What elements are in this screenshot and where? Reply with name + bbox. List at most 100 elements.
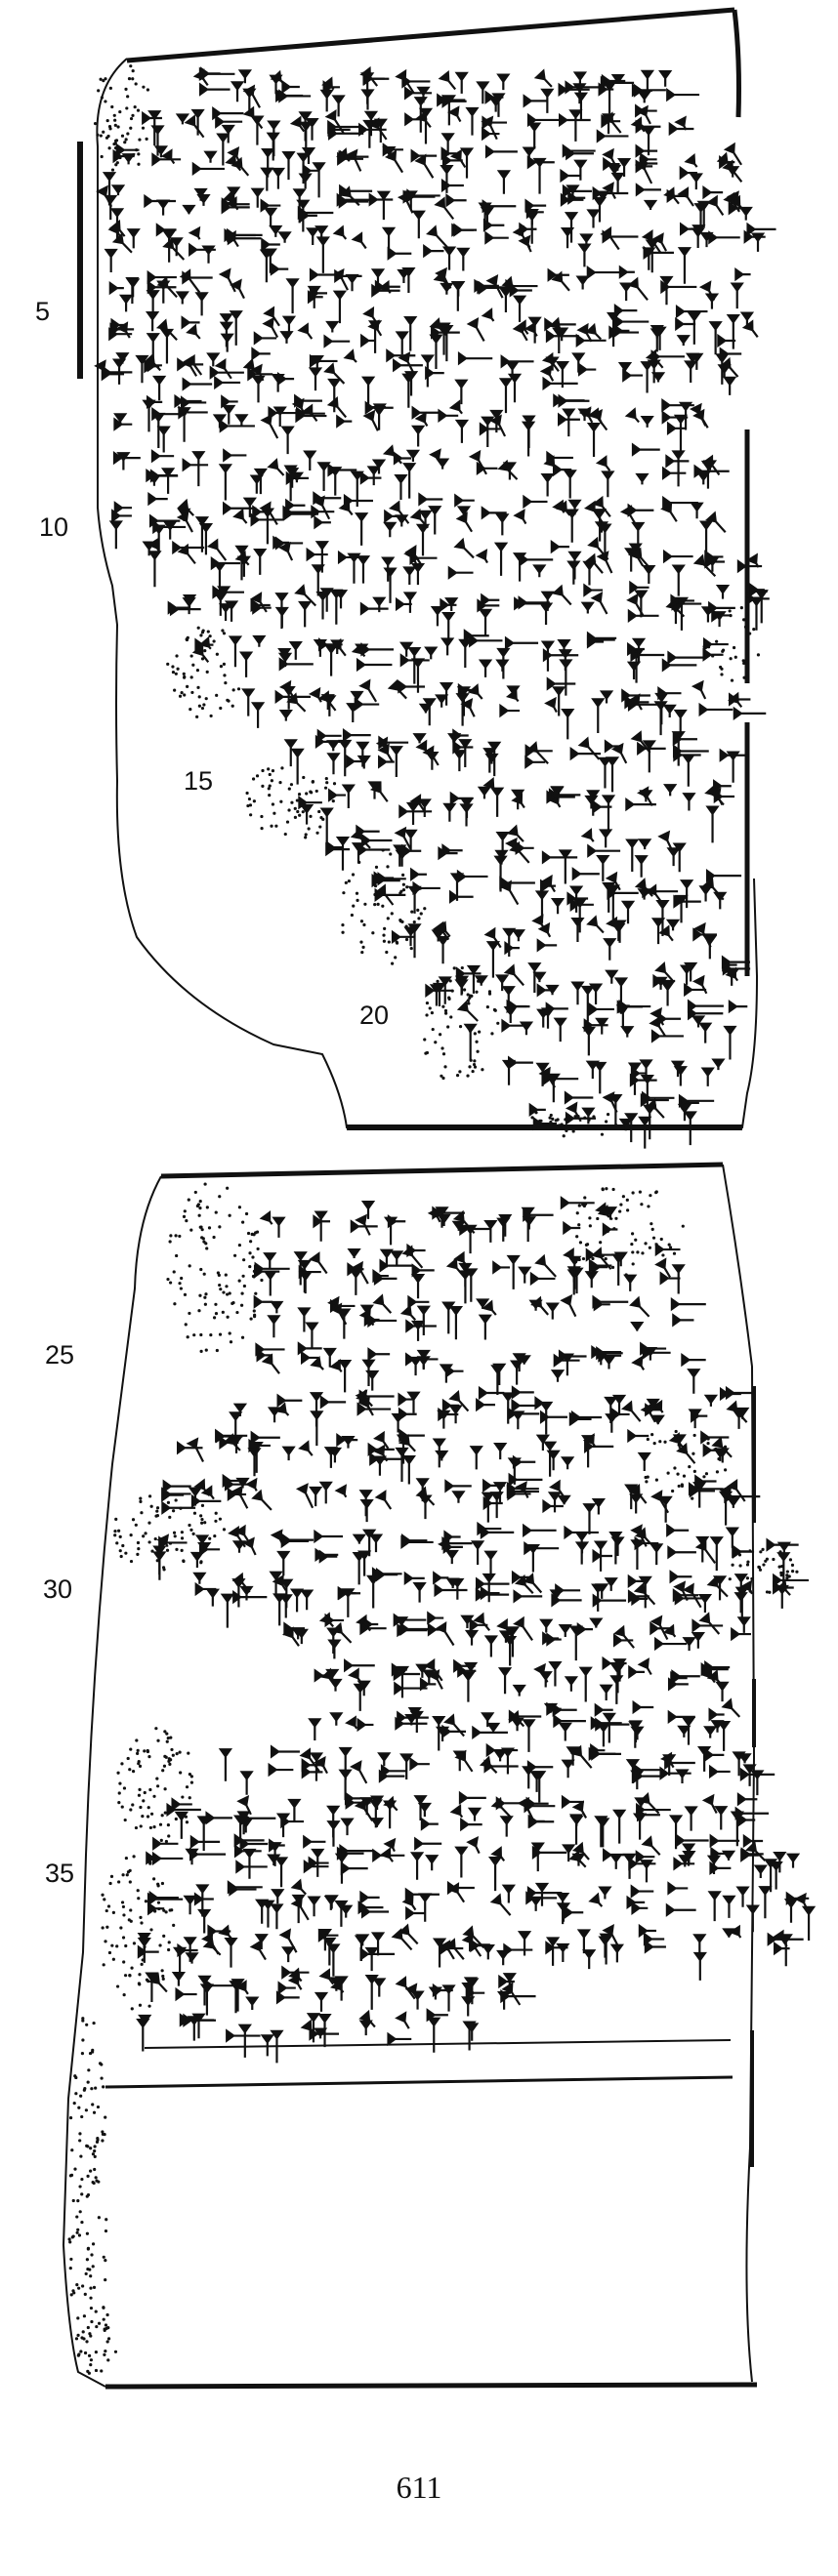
cuneiform-wedge xyxy=(592,1294,629,1309)
cuneiform-wedge xyxy=(545,329,579,344)
cuneiform-wedge xyxy=(506,1254,521,1289)
cuneiform-wedge xyxy=(628,1721,643,1748)
cuneiform-wedge xyxy=(260,2034,274,2057)
cuneiform-wedge xyxy=(540,473,555,497)
cuneiform-wedge xyxy=(250,363,265,382)
cuneiform-wedge xyxy=(672,1588,699,1603)
cuneiform-wedge xyxy=(428,506,442,535)
cuneiform-wedge xyxy=(232,508,248,524)
cuneiform-wedge xyxy=(749,596,764,631)
cuneiform-wedge xyxy=(732,1409,746,1429)
cuneiform-wedge xyxy=(785,1853,801,1868)
cuneiform-wedge xyxy=(684,1806,698,1831)
cuneiform-wedge xyxy=(404,545,422,565)
cuneiform-wedge xyxy=(108,520,123,550)
cuneiform-wedge xyxy=(481,416,495,448)
cuneiform-wedge xyxy=(308,367,323,391)
cuneiform-wedge xyxy=(297,205,334,221)
cuneiform-wedge xyxy=(501,1982,522,2006)
cuneiform-wedge xyxy=(642,1345,671,1360)
cuneiform-wedge xyxy=(218,1748,233,1781)
cuneiform-wedge xyxy=(233,1524,250,1543)
cuneiform-wedge xyxy=(192,68,209,86)
cuneiform-wedge xyxy=(701,454,721,476)
cuneiform-wedge xyxy=(713,779,732,794)
cuneiform-wedge xyxy=(627,503,654,517)
cuneiform-wedge xyxy=(605,871,621,891)
cuneiform-wedge xyxy=(395,1716,428,1731)
cuneiform-wedge xyxy=(365,1370,380,1391)
cuneiform-wedge xyxy=(358,2009,376,2028)
cuneiform-wedge xyxy=(250,187,265,208)
cuneiform-wedge xyxy=(545,984,560,996)
cuneiform-wedge xyxy=(519,222,537,236)
cuneiform-wedge xyxy=(702,647,724,662)
cuneiform-wedge xyxy=(643,1104,657,1140)
cuneiform-wedge xyxy=(247,367,273,382)
cuneiform-wedge xyxy=(237,69,253,84)
cuneiform-wedge xyxy=(454,1846,469,1878)
cuneiform-wedge xyxy=(232,1815,248,1840)
cuneiform-wedge xyxy=(709,1764,731,1779)
cuneiform-wedge xyxy=(585,1060,600,1080)
cuneiform-wedge xyxy=(684,153,698,168)
cuneiform-wedge xyxy=(296,199,311,232)
cuneiform-wedge xyxy=(411,1263,435,1278)
cuneiform-wedge xyxy=(402,592,418,613)
cuneiform-wedge xyxy=(169,601,201,617)
cuneiform-wedge xyxy=(454,493,475,508)
cuneiform-wedge xyxy=(334,1484,348,1498)
cuneiform-wedge xyxy=(425,1855,440,1871)
cuneiform-wedge xyxy=(704,1660,731,1675)
cuneiform-wedge xyxy=(281,1533,314,1547)
cuneiform-wedge xyxy=(581,1026,596,1056)
cuneiform-wedge xyxy=(649,1543,664,1566)
cuneiform-wedge xyxy=(573,92,589,120)
cuneiform-wedge xyxy=(512,1684,526,1697)
cuneiform-wedge xyxy=(359,1621,387,1636)
cuneiform-wedge xyxy=(407,1707,422,1718)
cuneiform-wedge xyxy=(577,243,592,267)
cuneiform-wedge xyxy=(610,172,625,193)
cuneiform-wedge xyxy=(263,306,280,327)
cuneiform-wedge xyxy=(444,1549,459,1565)
cuneiform-wedge xyxy=(743,229,766,244)
cuneiform-wedge xyxy=(573,159,588,181)
cuneiform-wedge xyxy=(354,697,380,712)
cuneiform-wedge xyxy=(560,1456,575,1470)
cuneiform-wedge xyxy=(398,1433,416,1452)
cuneiform-wedge xyxy=(146,1851,161,1865)
cuneiform-wedge xyxy=(187,2016,201,2041)
cuneiform-wedge xyxy=(298,600,313,628)
cuneiform-wedge xyxy=(393,1613,427,1627)
cuneiform-wedge xyxy=(671,1669,700,1684)
cuneiform-wedge xyxy=(325,320,340,333)
cuneiform-wedge xyxy=(444,1479,472,1493)
cuneiform-wedge xyxy=(735,1886,750,1907)
cuneiform-wedge xyxy=(452,1750,467,1772)
cuneiform-wedge xyxy=(558,82,590,97)
cuneiform-wedge xyxy=(310,286,327,301)
cuneiform-wedge xyxy=(651,232,668,252)
cuneiform-wedge xyxy=(177,498,194,516)
cuneiform-wedge xyxy=(601,795,616,832)
cuneiform-wedge xyxy=(369,1818,385,1828)
cuneiform-wedge xyxy=(223,448,247,463)
cuneiform-wedge xyxy=(108,280,124,296)
cuneiform-wedge xyxy=(670,1297,706,1312)
cuneiform-wedge xyxy=(698,1022,713,1043)
cuneiform-wedge xyxy=(591,698,606,734)
cuneiform-wedge xyxy=(564,1676,579,1692)
cuneiform-wedge xyxy=(691,225,706,235)
cuneiform-wedge xyxy=(702,185,724,200)
cuneiform-wedge xyxy=(776,1541,792,1554)
cuneiform-wedge xyxy=(378,755,395,769)
cuneiform-wedge xyxy=(409,1757,430,1772)
cuneiform-wedge xyxy=(501,1018,524,1033)
cuneiform-wedge xyxy=(493,1443,508,1460)
cuneiform-wedge xyxy=(253,331,277,346)
cuneiform-wedge xyxy=(612,920,627,943)
cuneiform-wedge xyxy=(321,76,335,91)
cuneiform-wedge xyxy=(399,1753,414,1780)
